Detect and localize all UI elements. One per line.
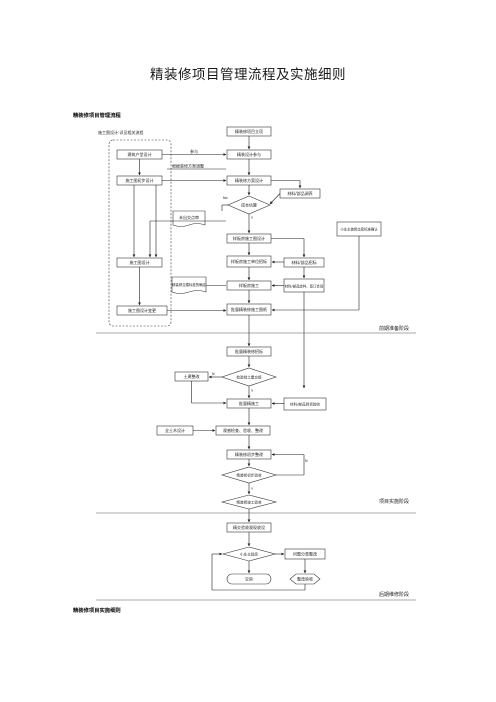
group-label: 施工图设计:详见相关流程 [98, 129, 143, 135]
label-yes-civil: Y [251, 389, 254, 393]
label-plan-confirm: 小业主装修交房标准确认 [340, 227, 378, 232]
page-title: 精装修项目管理流程及实施细则 [150, 67, 346, 83]
label-phase1: 前期准备阶段 [379, 325, 409, 332]
box-rectify-accept [289, 573, 321, 585]
label-material-contract: 材料/部品定样、签订合同 [285, 283, 324, 288]
label-material-bid: 材料/部品调养 [287, 190, 312, 196]
label-civil-rectify: 土建整改 [184, 373, 200, 379]
label-sample-construction: 样板房施工 [239, 282, 259, 288]
label-cost-check: 成本估算 [241, 201, 257, 207]
label-sample-bid: 样板房施工单位招标 [231, 258, 267, 264]
label-sample-design: 样板房施工图设计 [233, 235, 265, 241]
label-acceptance-rectify: 精装修初步整改 [235, 451, 263, 457]
label-handover-check: 精交验收观现收设 [233, 524, 265, 530]
box-material-arrival [283, 397, 327, 411]
label-no-civil: N [212, 372, 215, 376]
label-phase2: 项目实施阶段 [379, 498, 409, 505]
label-yes-cost: Y [251, 216, 254, 220]
section-heading-flow: 精装修项目管理流程 [73, 113, 121, 119]
label-no-final: N [305, 459, 308, 463]
label-cost-feedback: 未出交点审 [179, 214, 199, 220]
note-cost-feedback [172, 210, 206, 227]
label-project-start: 精装修项目立项 [235, 128, 263, 134]
design-group [108, 139, 172, 327]
footer-mark: · · · [245, 690, 251, 694]
label-no-cost: No [223, 196, 228, 200]
label-phase3: 后期维修阶段 [379, 591, 409, 598]
label-material-confirm: 材料/部品招标 [291, 259, 316, 265]
label-yes-final: Y [251, 487, 254, 491]
label-design-plan: 精装修方案设计 [235, 177, 263, 183]
label-design-participation: 精装设计参与 [237, 151, 261, 157]
label-adjust-plan: 根据装修方案调整 [172, 163, 204, 169]
label-owner-check: 小业主验房 [240, 551, 258, 556]
box-sample-check [215, 425, 271, 436]
label-general-contractor: 全土木设计 [165, 427, 185, 433]
label-material-arrival: 材料/部品到货验收 [290, 402, 320, 407]
label-bulk-bid: 批量精装修招标 [235, 348, 263, 354]
label-sample-check: 观感检查、验收、整改 [223, 427, 263, 433]
label-bulk-drawing: 批量精装修施工图纸 [231, 306, 267, 312]
label-final-check: 精装修初步验收 [236, 472, 262, 477]
label-final-acceptance: 精装修竣工验收 [236, 499, 262, 504]
label-sample-confirm: 精装修交楼标准的确定 [172, 282, 207, 287]
label-construction-design: 施工图设计 [130, 259, 150, 265]
label-check-civil: 检验批土建交接 [236, 374, 262, 379]
box-delivery [226, 573, 272, 585]
label-participate: 参与 [190, 148, 198, 154]
label-architecture-design: 建筑户型设计 [128, 151, 152, 157]
label-delivery: 交房 [245, 576, 253, 582]
header-mark: · · · [245, 4, 251, 8]
section-heading-details: 精装修项目实施细则 [73, 608, 121, 614]
label-rectify-accept: 整改验收 [297, 576, 313, 582]
label-construction-change: 施工图设计变更 [128, 307, 156, 313]
note-sample-confirm [171, 276, 207, 294]
label-owner-rectify: 问题分类整改 [293, 551, 317, 557]
label-bulk-construction: 批量精施工 [239, 400, 259, 406]
label-construction-detail-design: 施工图初步设计 [126, 177, 154, 183]
